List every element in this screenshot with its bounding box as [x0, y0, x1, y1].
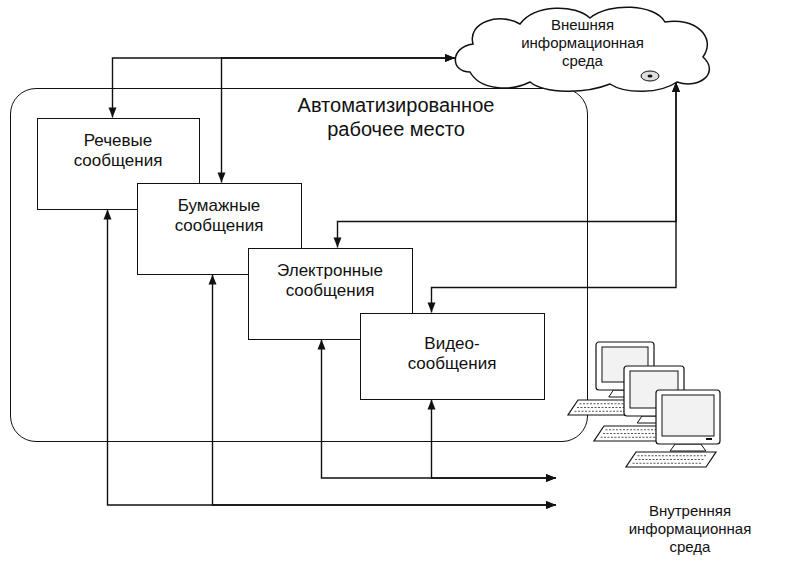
- workstation-region: Автоматизированное рабочее местоРечевые …: [10, 88, 588, 442]
- disk-symbol: [641, 71, 659, 81]
- box-label: Речевые сообщения: [58, 131, 178, 172]
- arrowhead: [445, 54, 455, 62]
- disk-hole: [648, 75, 653, 78]
- monitor-symbol: [656, 390, 720, 451]
- connector-line: [432, 400, 557, 479]
- cloud-shape: [455, 7, 709, 91]
- region-heading: Автоматизированное рабочее место: [261, 93, 531, 141]
- box-label: Видео- сообщения: [392, 334, 512, 375]
- arrowhead: [546, 474, 556, 482]
- internal-environment: Внутренняя информационная среда: [556, 340, 776, 562]
- box-label: Бумажные сообщения: [159, 196, 279, 237]
- cloud-label: Внешняя информационная среда: [517, 16, 649, 70]
- arrowhead: [546, 501, 556, 509]
- arrowhead: [428, 303, 436, 313]
- arrowhead: [334, 238, 342, 248]
- arrowhead: [218, 173, 226, 183]
- connector: [428, 400, 557, 483]
- arrowhead: [428, 400, 436, 410]
- box-label: Электронные сообщения: [270, 261, 390, 302]
- label-holder: Внутренняя информационная среда: [615, 502, 765, 556]
- arrowhead: [104, 210, 112, 220]
- connector-line: [432, 82, 677, 313]
- arrowhead: [318, 340, 326, 350]
- message-box: Видео- сообщения: [360, 313, 545, 400]
- arrowhead: [546, 501, 556, 509]
- keyboard-symbol: [626, 452, 716, 467]
- external-environment-cloud: Внешняя информационная среда: [445, 2, 720, 94]
- arrowhead: [109, 108, 117, 118]
- arrowhead: [445, 54, 455, 62]
- connector: [428, 82, 681, 313]
- arrowhead: [209, 275, 217, 285]
- environment-label: Внутренняя информационная среда: [615, 502, 765, 556]
- arrowhead: [546, 474, 556, 482]
